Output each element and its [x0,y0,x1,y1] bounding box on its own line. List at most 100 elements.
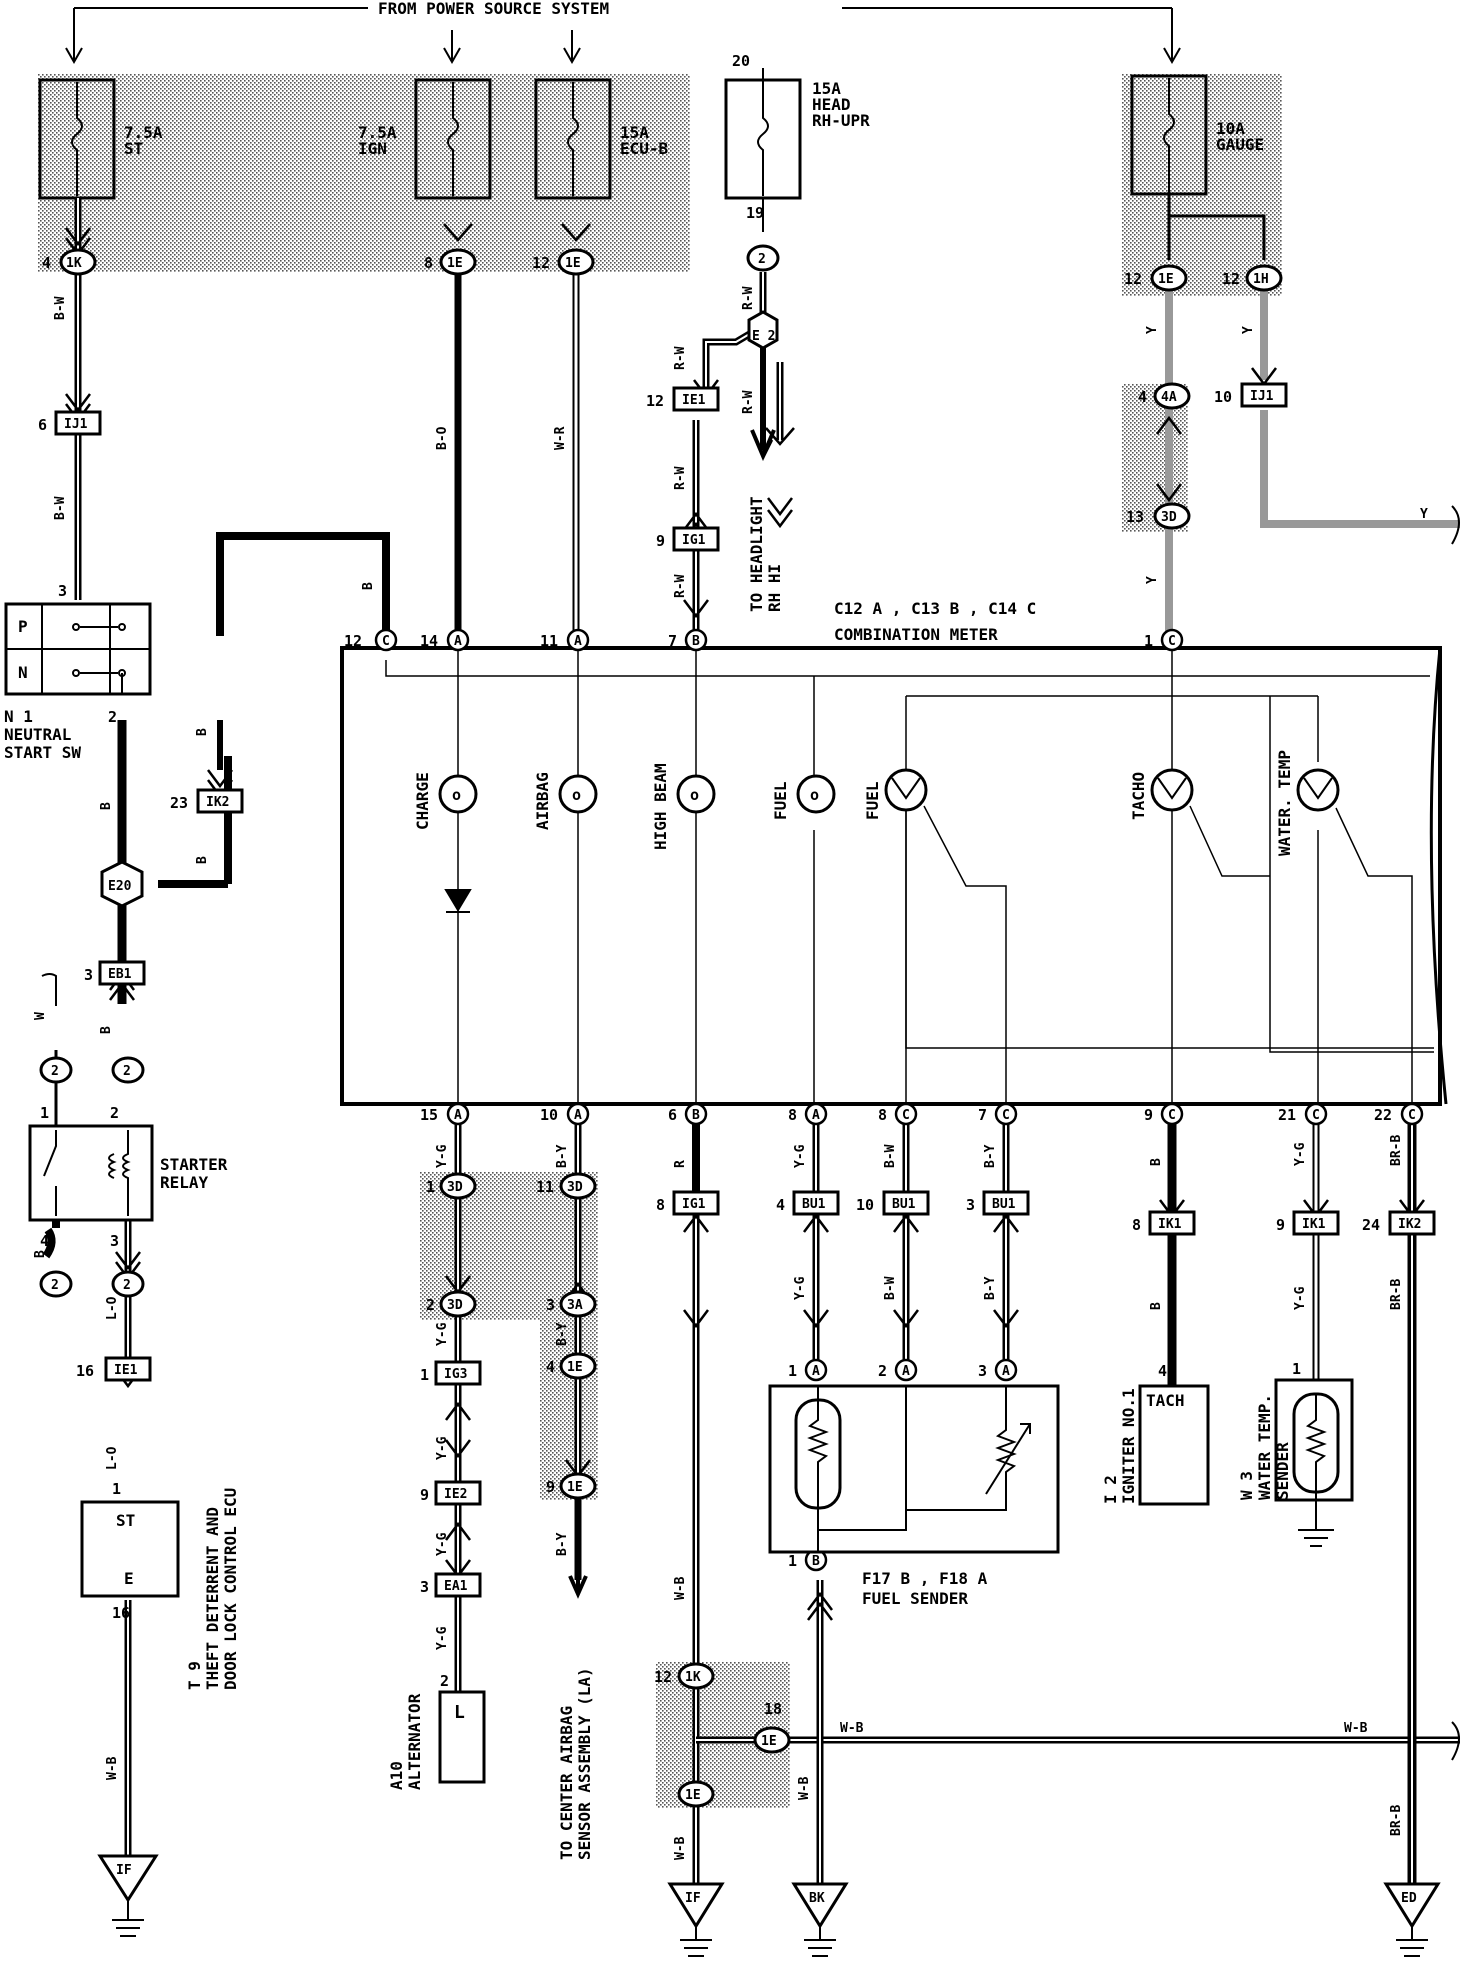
svg-text:1E: 1E [567,1480,583,1495]
svg-text:W-B: W-B [797,1776,812,1800]
power-arrows [65,8,1181,65]
svg-text:BR-B: BR-B [1389,1135,1404,1166]
svg-text:C: C [1002,1108,1010,1123]
svg-text:3D: 3D [1161,510,1177,525]
svg-text:8: 8 [1132,1216,1141,1234]
meter-pin-14a: A14 [420,628,470,652]
svg-text:A: A [574,634,582,649]
svg-text:BR-B: BR-B [1389,1805,1404,1836]
svg-text:W-R: W-R [553,426,568,450]
svg-text:TO CENTER AIRBAG: TO CENTER AIRBAG [557,1706,576,1860]
svg-text:1H: 1H [1253,272,1269,287]
water-temp-gauge: WATER. TEMP [1275,750,1340,856]
svg-text:IGN: IGN [358,139,387,158]
fuel-indicator: o FUEL [771,774,836,820]
svg-text:1E: 1E [565,256,581,271]
svg-text:9: 9 [1276,1216,1285,1234]
svg-text:IK1: IK1 [1302,1217,1326,1232]
svg-text:A: A [1002,1364,1010,1379]
svg-text:TO HEADLIGHT: TO HEADLIGHT [747,496,766,612]
svg-text:11: 11 [536,1178,554,1196]
svg-text:IG1: IG1 [682,533,706,548]
svg-text:4: 4 [1138,388,1147,406]
svg-text:C: C [1168,634,1176,649]
svg-text:IGNITER NO.1: IGNITER NO.1 [1119,1388,1138,1504]
svg-text:IK1: IK1 [1158,1217,1182,1232]
svg-text:2: 2 [878,1362,887,1380]
svg-text:9: 9 [546,1478,555,1496]
svg-text:Y-G: Y-G [435,1532,450,1556]
svg-text:SENDER: SENDER [1273,1442,1292,1500]
connector-3d-c: 3D 2 [426,1290,477,1318]
svg-text:2: 2 [51,1278,59,1293]
svg-text:9: 9 [656,532,665,550]
svg-text:A10: A10 [387,1761,406,1790]
svg-text:A: A [902,1364,910,1379]
svg-text:o: o [452,786,461,804]
fuel-gauge: FUEL [863,768,928,820]
connector-ik1-a: IK1 8 [1132,1210,1196,1236]
svg-text:1E: 1E [447,256,463,271]
svg-text:10: 10 [1214,388,1232,406]
svg-text:4: 4 [42,254,51,272]
theft-deterrent-ecu: ST E 1 16 T 9 THEFT DETERRENT AND DOOR L… [80,1480,240,1690]
svg-text:B-Y: B-Y [983,1144,998,1168]
svg-text:RH HI: RH HI [765,564,784,612]
svg-text:8: 8 [878,1106,887,1124]
svg-text:12: 12 [1124,270,1142,288]
svg-text:15A: 15A [812,79,841,98]
connector-4a: 4A4 [1138,382,1191,410]
svg-text:THEFT DETERRENT AND: THEFT DETERRENT AND [203,1507,222,1690]
svg-text:4: 4 [546,1358,555,1376]
svg-text:2: 2 [426,1296,435,1314]
svg-text:A: A [812,1364,820,1379]
svg-text:TACH: TACH [1146,1391,1185,1410]
meter-conn-label: C12 A , C13 B , C14 C [834,599,1036,618]
relay-connector-2a: 2 [39,1056,73,1084]
svg-text:18: 18 [764,1700,782,1718]
svg-text:W 3: W 3 [1237,1471,1256,1500]
svg-text:2: 2 [123,1064,131,1079]
svg-text:3D: 3D [447,1298,463,1313]
svg-text:R-W: R-W [673,346,688,370]
svg-text:B-Y: B-Y [555,1322,570,1346]
junction-e2: E 2 [747,310,779,350]
connector-3d-a: 3D1 [426,1172,477,1200]
svg-text:R-W: R-W [741,286,756,310]
meter-pin-8c: C8 [878,1102,918,1126]
meter-pin-7c: C7 [978,1102,1018,1126]
ground-if-left: IF [97,1854,159,1937]
relay-connector-2c: 2 [39,1270,73,1298]
svg-text:B-W: B-W [53,296,68,320]
svg-text:R: R [673,1160,688,1168]
svg-text:IK2: IK2 [206,795,229,810]
headlight-destination: TO HEADLIGHT RH HI [747,496,784,612]
svg-text:1: 1 [426,1178,435,1196]
svg-text:B: B [361,582,376,590]
svg-text:10: 10 [540,1106,558,1124]
svg-text:R-W: R-W [741,390,756,414]
svg-text:4: 4 [1158,1362,1167,1380]
neutral-start-switch: P N 3 2 N 1 NEUTRAL START SW [4,582,152,762]
shaded-region-1e [540,1320,598,1500]
meter-pin-10a: A10 [540,1102,590,1126]
charge-indicator: o CHARGE [413,772,478,913]
svg-text:IG3: IG3 [444,1367,467,1382]
svg-text:P: P [18,617,28,636]
svg-text:12: 12 [344,632,362,650]
svg-text:Y-G: Y-G [435,1436,450,1460]
svg-text:Y-G: Y-G [435,1144,450,1168]
svg-text:3: 3 [420,1578,429,1596]
connector-1k-top: 1K4 [42,248,97,276]
svg-text:I 2: I 2 [1101,1475,1120,1504]
